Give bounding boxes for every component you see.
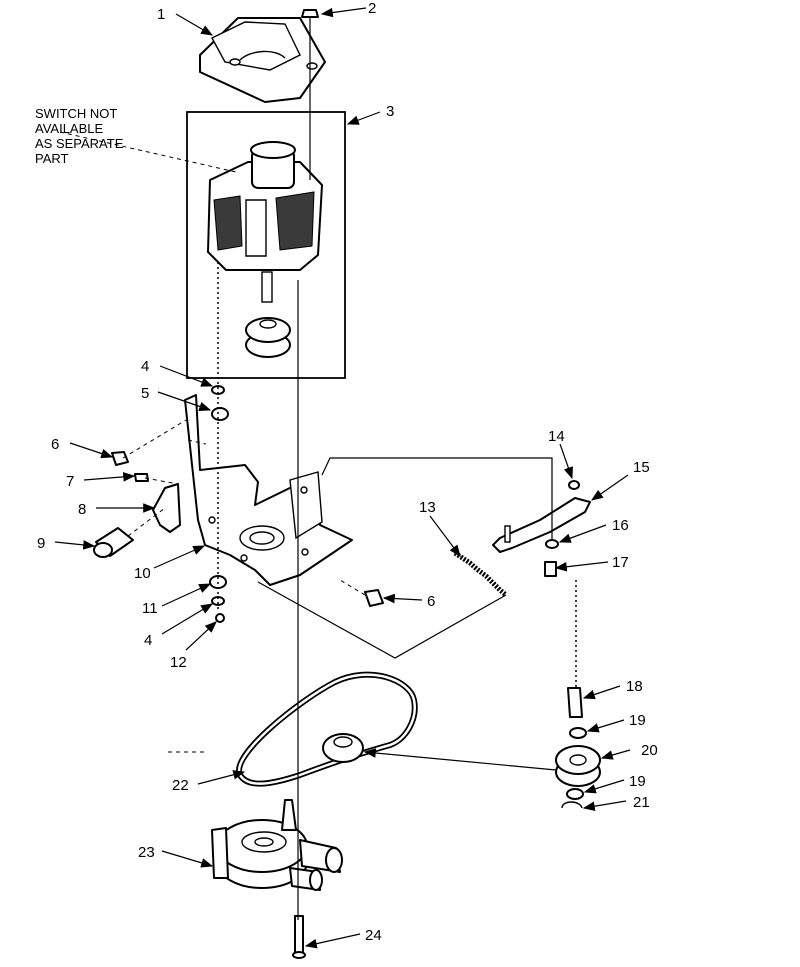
callout-7: 7 (66, 473, 74, 490)
callout-21: 21 (633, 794, 650, 811)
idler-pulley-part (555, 727, 601, 809)
grommets-part (209, 385, 229, 623)
spring-part (453, 550, 508, 597)
note-line-2: AVAILABLE (35, 121, 103, 136)
leader-arrows (54, 7, 631, 949)
callout-14: 14 (548, 428, 565, 445)
callout-6-right: 6 (427, 593, 435, 610)
pump-part (211, 799, 343, 891)
callout-24: 24 (365, 927, 382, 944)
switch-note: SWITCH NOT AVAILABLE AS SEPARATE PART (35, 106, 124, 166)
bolts-part (111, 451, 384, 607)
callout-numbers: 1 2 3 4 5 6 7 8 9 10 11 4 12 13 14 15 16… (37, 0, 658, 944)
callout-4-upper: 4 (141, 358, 149, 375)
callout-22: 22 (172, 777, 189, 794)
callout-10: 10 (134, 565, 151, 582)
callout-5: 5 (141, 385, 149, 402)
callout-13: 13 (419, 499, 436, 516)
motor-part (207, 141, 323, 358)
callout-17: 17 (612, 554, 629, 571)
callout-16: 16 (612, 517, 629, 534)
idler-hardware-part (544, 480, 580, 577)
callout-3: 3 (386, 103, 394, 120)
callout-1: 1 (157, 6, 165, 23)
callout-2: 2 (368, 0, 376, 17)
idler-arm-part (492, 497, 591, 553)
clip-part (152, 483, 181, 533)
callout-20: 20 (641, 742, 658, 759)
callout-19-upper: 19 (629, 712, 646, 729)
callout-4-lower: 4 (144, 632, 152, 649)
alignment-lines (59, 24, 577, 920)
callout-19-lower: 19 (629, 773, 646, 790)
note-line-1: SWITCH NOT (35, 106, 117, 121)
note-line-3: AS SEPARATE (35, 136, 124, 151)
cover-screw-part (301, 9, 319, 24)
pump-bolt-part (292, 915, 306, 959)
bushing-part (93, 527, 134, 558)
callout-15: 15 (633, 459, 650, 476)
motor-bracket-part (184, 394, 353, 586)
callout-8: 8 (78, 501, 86, 518)
callout-9: 9 (37, 535, 45, 552)
idler-stud-part (567, 687, 583, 718)
callout-18: 18 (626, 678, 643, 695)
callout-12: 12 (170, 654, 187, 671)
motor-assembly-box (186, 111, 346, 379)
callout-23: 23 (138, 844, 155, 861)
motor-cover-part (199, 17, 326, 103)
callout-11: 11 (142, 600, 158, 617)
note-line-4: PART (35, 151, 69, 166)
belt-part (236, 671, 418, 787)
callout-6-left: 6 (51, 436, 59, 453)
